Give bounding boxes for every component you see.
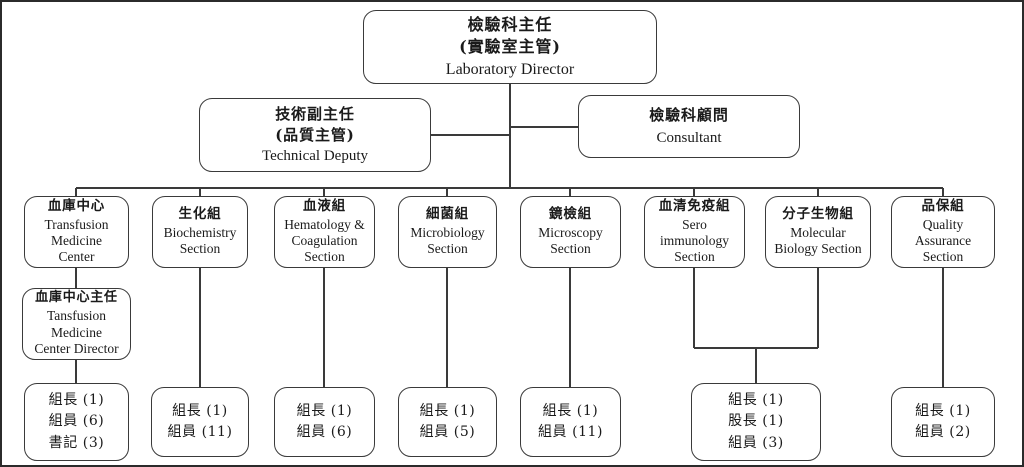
section-3-en1: Microbiology <box>410 224 485 240</box>
section-7-zh: 品保組 <box>921 198 965 215</box>
staff-4-line-1: 組員 (11) <box>537 424 604 440</box>
section-3-en2: Section <box>427 241 468 257</box>
node-section-biochemistry[interactable]: 生化組 Biochemistry Section <box>152 196 248 268</box>
staff-2-line-1: 組員 (6) <box>296 424 353 440</box>
director-subtitle-zh: (實驗室主管) <box>459 37 561 57</box>
staff-3-line-1: 組員 (5) <box>419 424 476 440</box>
node-transfusion-medicine-center-director[interactable]: 血庫中心主任 Tansfusion Medicine Center Direct… <box>22 288 131 360</box>
node-section-molecular-biology[interactable]: 分子生物組 Molecular Biology Section <box>765 196 871 268</box>
staff-0-line-0: 組長 (1) <box>48 392 105 409</box>
section-5-en2: immunology <box>659 233 729 248</box>
director-title-zh: 檢驗科主任 <box>467 14 553 34</box>
staff-5-line-2: 組員 (3) <box>728 434 784 451</box>
section-3-zh: 細菌組 <box>426 206 469 223</box>
node-staff-quality-assurance[interactable]: 組長 (1) 組員 (2) <box>891 387 995 457</box>
tmc-director-en3: Center Director <box>34 341 119 357</box>
node-section-microbiology[interactable]: 細菌組 Microbiology Section <box>398 196 497 268</box>
staff-1-line-0: 組長 (1) <box>172 402 228 419</box>
section-0-en2: Medicine <box>51 233 102 248</box>
node-section-microscopy[interactable]: 鏡檢組 Microscopy Section <box>520 196 621 268</box>
section-5-en1: Sero <box>682 216 707 232</box>
tmc-director-en1: Tansfusion <box>46 308 107 324</box>
section-0-en1: Transfusion <box>44 216 109 232</box>
section-2-en2: Coagulation <box>291 233 358 248</box>
node-section-hematology-coagulation[interactable]: 血液組 Hematology & Coagulation Section <box>274 196 375 268</box>
section-5-zh: 血清免疫組 <box>658 198 731 215</box>
node-section-sero-immunology[interactable]: 血清免疫組 Sero immunology Section <box>644 196 745 268</box>
consultant-title-en: Consultant <box>656 129 722 146</box>
staff-0-line-1: 組員 (6) <box>48 413 105 430</box>
section-2-en1: Hematology & <box>284 216 365 232</box>
section-4-en1: Microscopy <box>538 224 603 240</box>
tmc-director-en2: Medicine <box>51 324 102 340</box>
deputy-title-en: Technical Deputy <box>262 148 368 165</box>
node-staff-transfusion-medicine-center[interactable]: 組長 (1) 組員 (6) 書記 (3) <box>24 383 129 461</box>
staff-3-line-0: 組長 (1) <box>419 402 476 419</box>
node-laboratory-director[interactable]: 檢驗科主任 (實驗室主管) Laboratory Director <box>363 10 657 84</box>
section-1-zh: 生化組 <box>178 206 222 223</box>
section-4-en2: Section <box>550 241 591 257</box>
section-4-zh: 鏡檢組 <box>549 206 592 223</box>
section-7-en3: Section <box>922 249 964 265</box>
tmc-director-zh: 血庫中心主任 <box>35 290 118 306</box>
section-2-zh: 血液組 <box>303 198 346 215</box>
section-5-en3: Section <box>674 249 715 265</box>
staff-2-line-0: 組長 (1) <box>296 402 353 419</box>
node-staff-biochemistry[interactable]: 組長 (1) 組員 (11) <box>151 387 249 457</box>
node-section-quality-assurance[interactable]: 品保組 Quality Assurance Section <box>891 196 995 268</box>
section-6-en2: Biology Section <box>774 241 862 257</box>
staff-5-line-1: 股長 (1) <box>728 413 784 430</box>
section-1-en2: Section <box>179 241 221 257</box>
node-technical-deputy[interactable]: 技術副主任 (品質主管) Technical Deputy <box>199 98 431 172</box>
node-staff-microbiology[interactable]: 組長 (1) 組員 (5) <box>398 387 497 457</box>
staff-0-line-2: 書記 (3) <box>48 434 105 451</box>
node-staff-hematology-coagulation[interactable]: 組長 (1) 組員 (6) <box>274 387 375 457</box>
section-0-zh: 血庫中心 <box>47 198 106 215</box>
consultant-title-zh: 檢驗科顧問 <box>649 106 729 125</box>
node-section-transfusion-medicine-center[interactable]: 血庫中心 Transfusion Medicine Center <box>24 196 129 268</box>
section-7-en1: Quality <box>922 216 964 232</box>
section-1-en1: Biochemistry <box>163 224 237 240</box>
staff-5-line-0: 組長 (1) <box>728 392 784 409</box>
staff-1-line-1: 組員 (11) <box>167 424 233 440</box>
node-consultant[interactable]: 檢驗科顧問 Consultant <box>578 95 800 158</box>
staff-4-line-0: 組長 (1) <box>542 402 599 419</box>
staff-6-line-0: 組長 (1) <box>915 402 971 419</box>
section-2-en3: Section <box>304 249 345 265</box>
section-0-en3: Center <box>58 249 95 265</box>
section-6-zh: 分子生物組 <box>782 206 854 223</box>
node-staff-sero-immunology-molecular-biology[interactable]: 組長 (1) 股長 (1) 組員 (3) <box>691 383 821 461</box>
section-6-en1: Molecular <box>790 224 846 240</box>
director-title-en: Laboratory Director <box>445 60 575 78</box>
deputy-title-zh: 技術副主任 <box>275 104 355 123</box>
staff-6-line-1: 組員 (2) <box>915 424 971 440</box>
deputy-subtitle-zh: (品質主管) <box>275 125 355 144</box>
node-staff-microscopy[interactable]: 組長 (1) 組員 (11) <box>520 387 621 457</box>
section-7-en2: Assurance <box>914 233 972 248</box>
